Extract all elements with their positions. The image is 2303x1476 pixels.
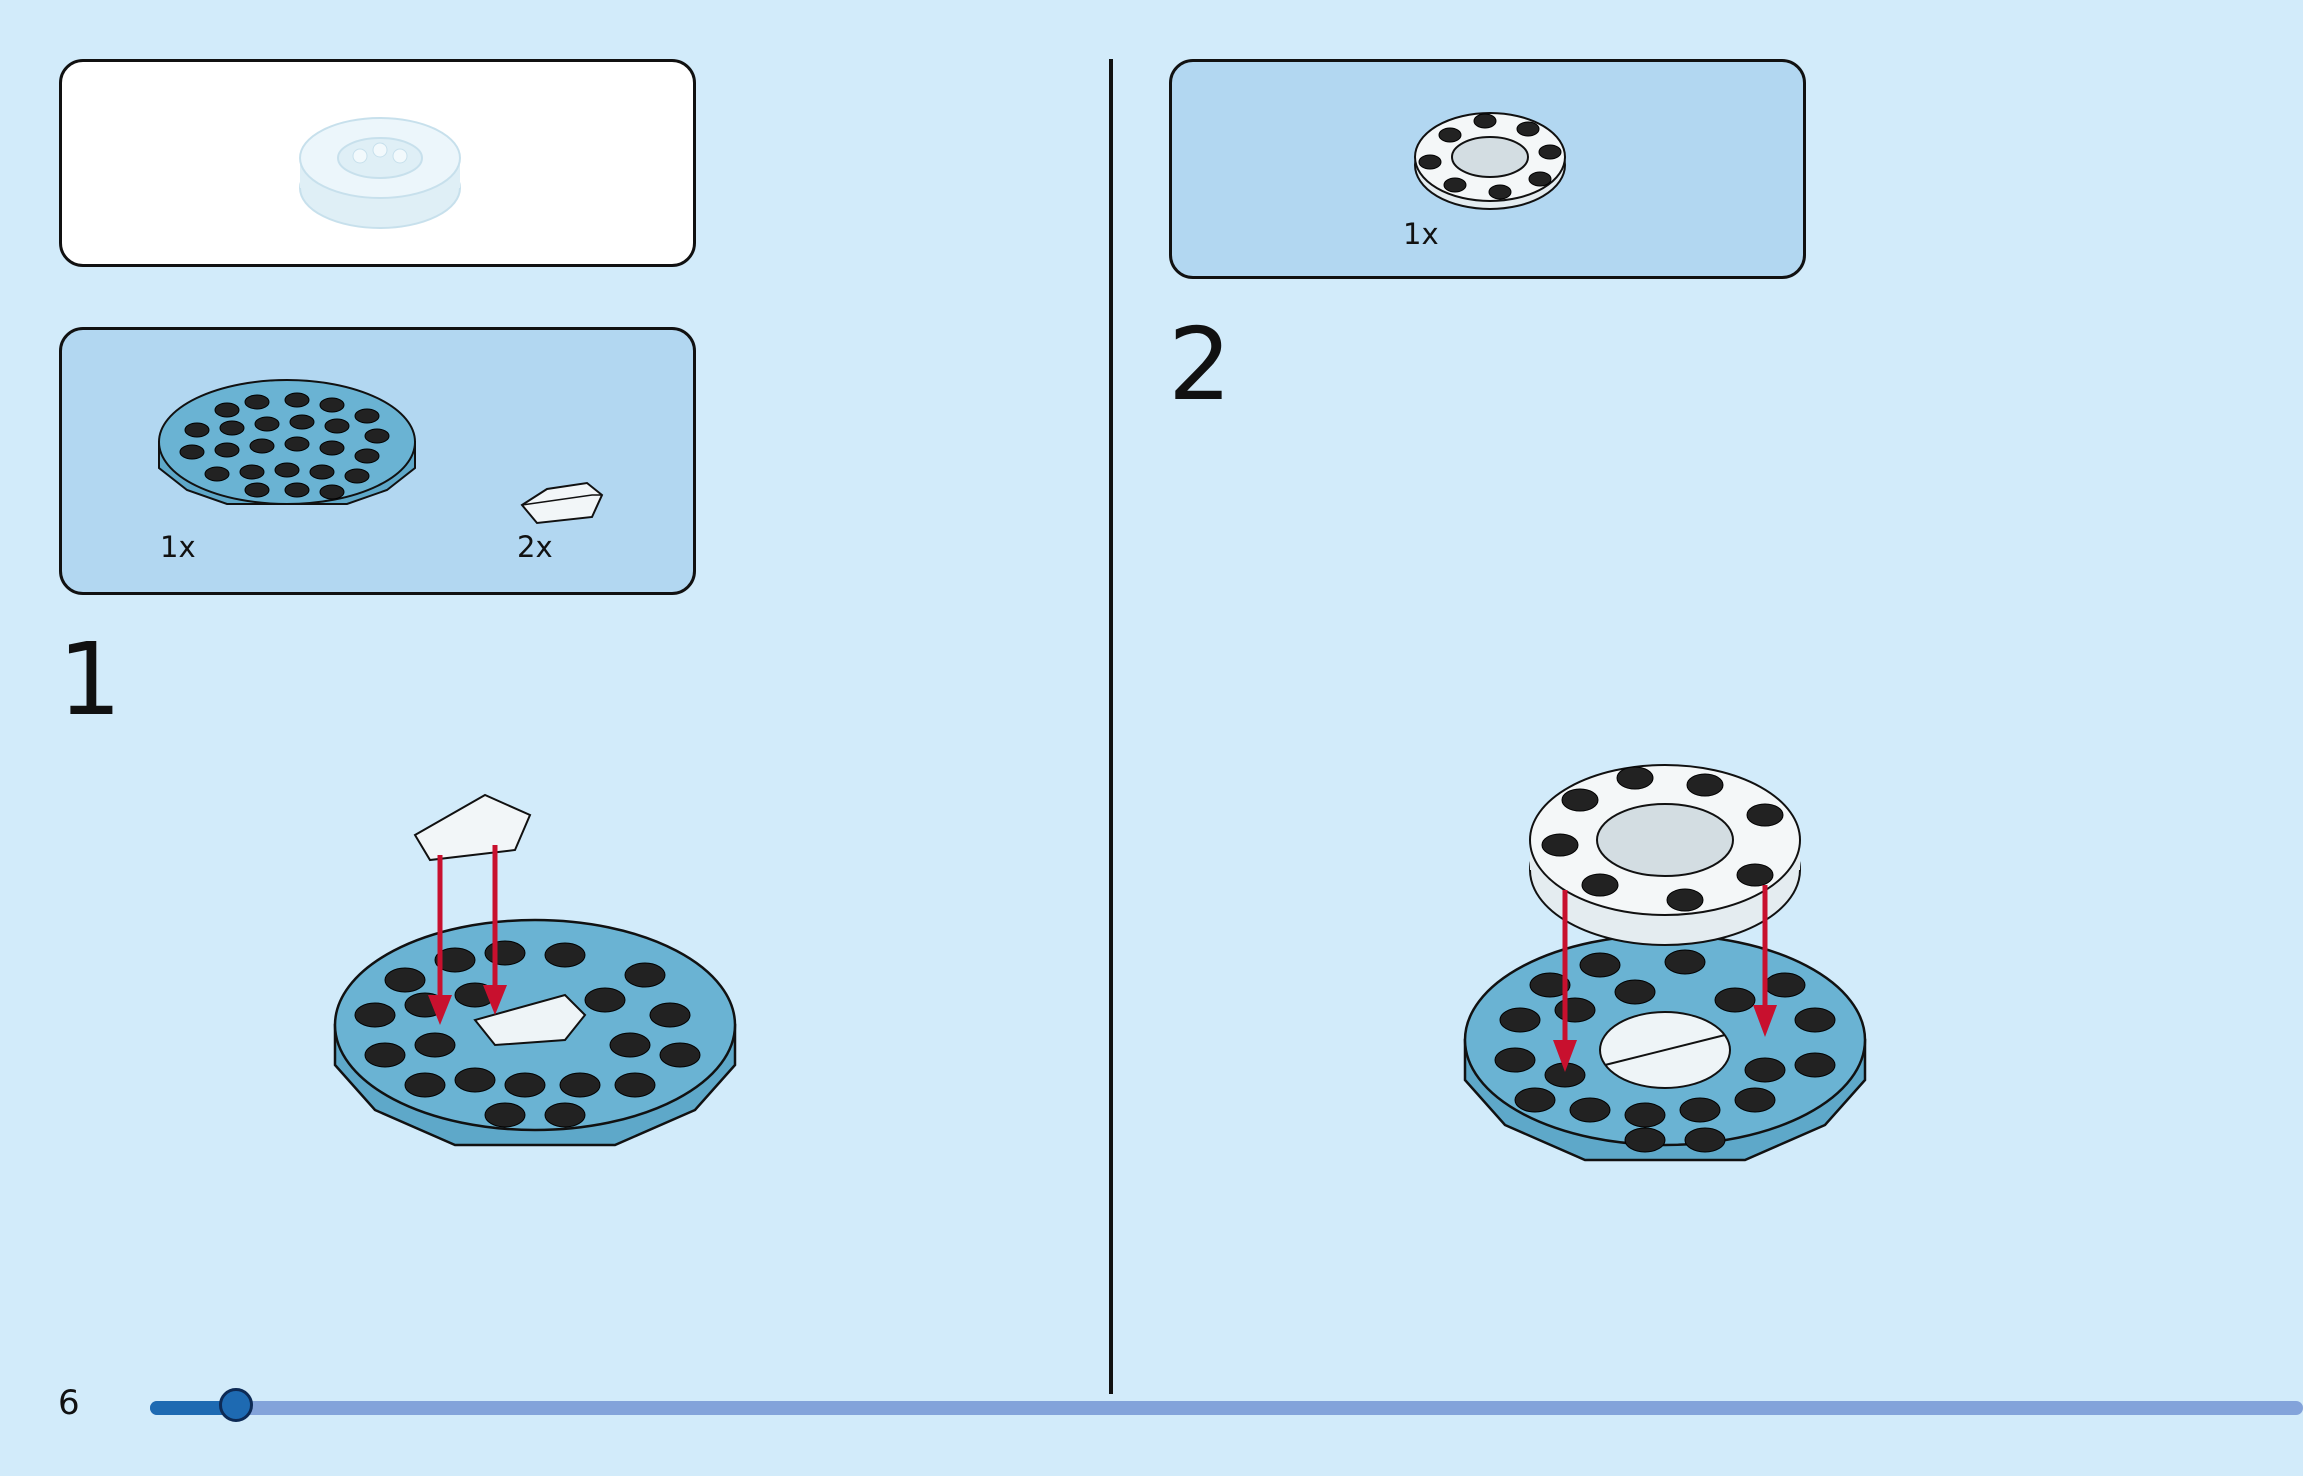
parts-list-box-step1: 1x 2x [59,327,696,595]
round-plate-part [157,360,427,540]
step1-build-illustration [325,785,745,1185]
parts-list-box-step2: 1x [1169,59,1806,279]
ring-plate-qty: 1x [1403,217,1439,251]
submodel-preview-image [62,62,699,270]
progress-track [150,1401,2303,1415]
page-number: 6 [58,1383,80,1423]
page-divider [1109,59,1113,1394]
step2-build-illustration [1455,680,1875,1200]
ring-plate-part [1390,92,1590,222]
step-number: 2 [1168,315,1232,415]
progress-marker [219,1388,253,1422]
half-round-tile-part [517,475,607,535]
half-round-tile-qty: 2x [517,530,553,564]
submodel-preview-box [59,59,696,267]
round-plate-qty: 1x [160,530,196,564]
step-number: 1 [58,630,122,730]
